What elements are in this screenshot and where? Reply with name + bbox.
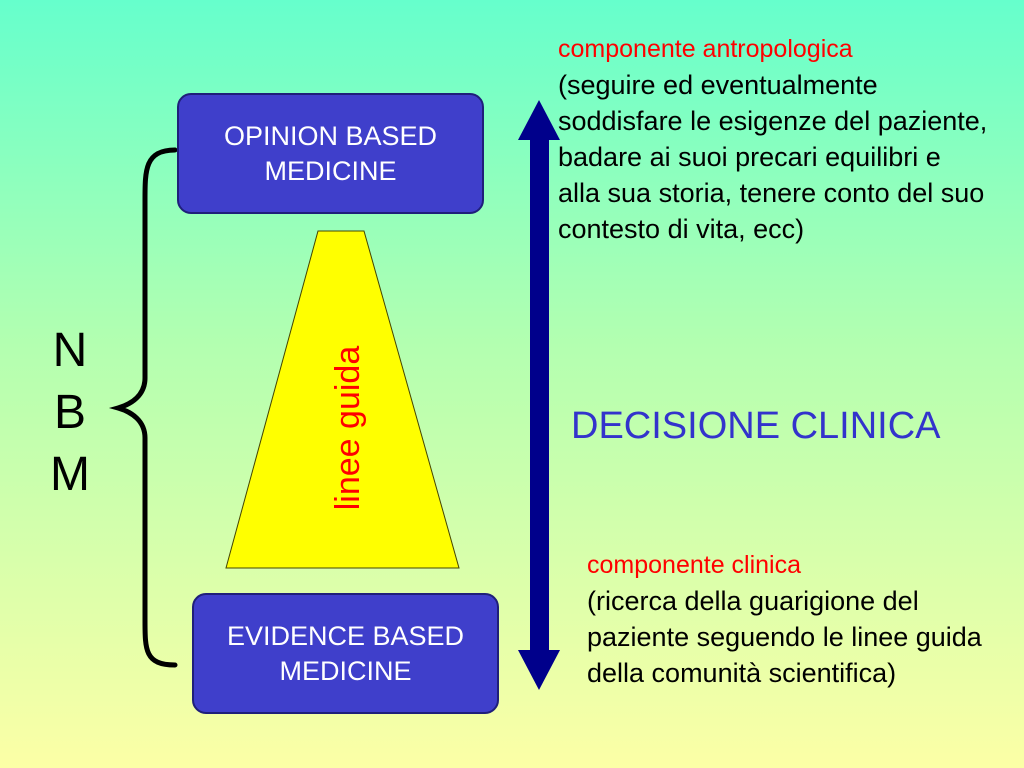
guidelines-label-text: linee guida <box>329 345 368 511</box>
guidelines-label: linee guida <box>318 330 378 526</box>
nbm-label: N B M <box>40 320 100 506</box>
decision-arrow-head-up <box>518 100 560 140</box>
nbm-letter-b: B <box>53 386 86 439</box>
evidence-based-medicine-box: EVIDENCE BASED MEDICINE <box>192 593 499 714</box>
nbm-letter-n: N <box>52 324 88 377</box>
clinical-component-note: componente clinica (ricerca della guarig… <box>587 547 1017 691</box>
nbm-letter-m: M <box>50 448 90 501</box>
clinical-body: (ricerca della guarigione del paziente s… <box>587 586 982 688</box>
anthropological-heading: componente antropologica <box>558 35 853 63</box>
anthropological-component-note: componente antropologica (seguire ed eve… <box>558 31 988 247</box>
evidence-box-line2: MEDICINE <box>279 655 412 686</box>
opinion-based-medicine-box: OPINION BASED MEDICINE <box>177 93 484 214</box>
opinion-box-line1: OPINION BASED <box>223 120 438 151</box>
anthropological-body: (seguire ed eventualmente soddisfare le … <box>558 70 988 244</box>
evidence-box-line1: EVIDENCE BASED <box>226 620 465 651</box>
decision-arrow-head-down <box>518 650 560 690</box>
guidelines-triangle <box>225 230 460 569</box>
clinical-heading: componente clinica <box>587 551 802 579</box>
decision-arrow-shaft <box>530 135 549 655</box>
nbm-brace <box>108 147 178 668</box>
decision-clinica-title: DECISIONE CLINICA <box>571 405 941 447</box>
opinion-box-line2: MEDICINE <box>264 155 397 186</box>
